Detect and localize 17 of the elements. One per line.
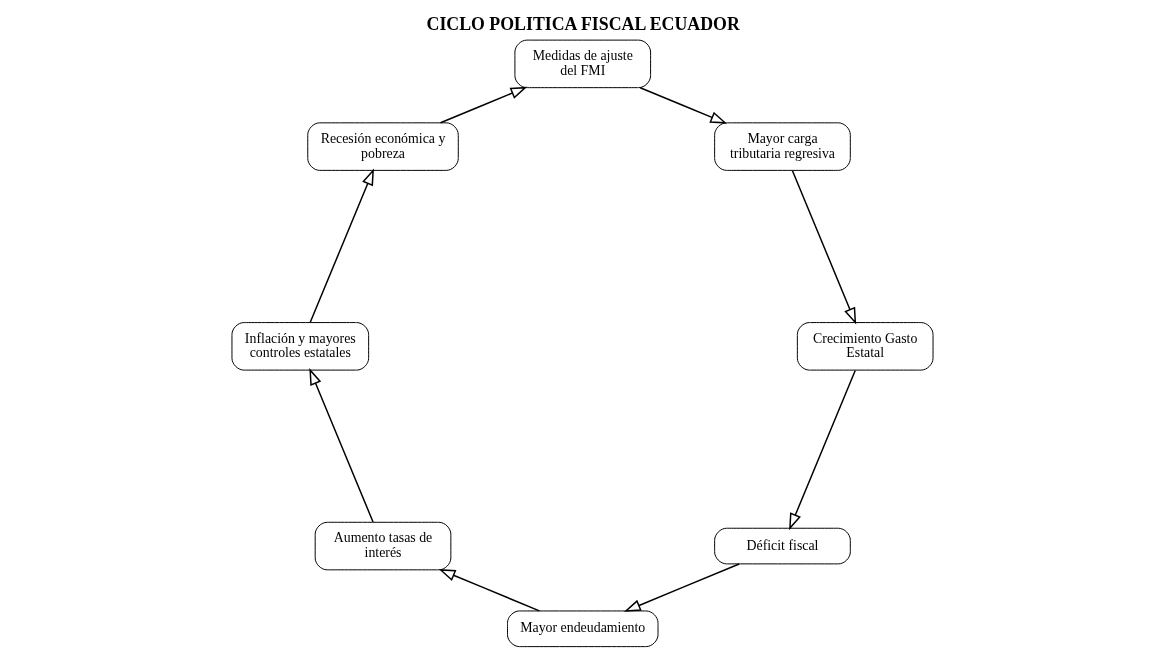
arrow [309,168,374,323]
arrow [639,86,728,124]
node-box: Mayor carga tributaria regresiva [714,122,851,171]
node-box: Crecimiento Gasto Estatal [796,322,934,371]
arrow [309,368,374,523]
diagram-title: CICLO POLITICA FISCAL ECUADOR [426,13,740,34]
arrow [789,369,856,531]
arrow [791,169,857,325]
arrow [439,86,528,124]
node-box: Medidas de ajuste del FMI [514,39,652,89]
arrow [438,569,541,612]
node-box: Mayor endeudamiento [507,610,659,648]
arrow [623,563,740,612]
node-box: Inflación y mayores controles estatales [231,322,370,371]
node-box: Recesión económica y pobreza [307,122,459,171]
node-box: Aumento tasas de interés [314,521,452,571]
node-box: Déficit fiscal [714,527,851,565]
